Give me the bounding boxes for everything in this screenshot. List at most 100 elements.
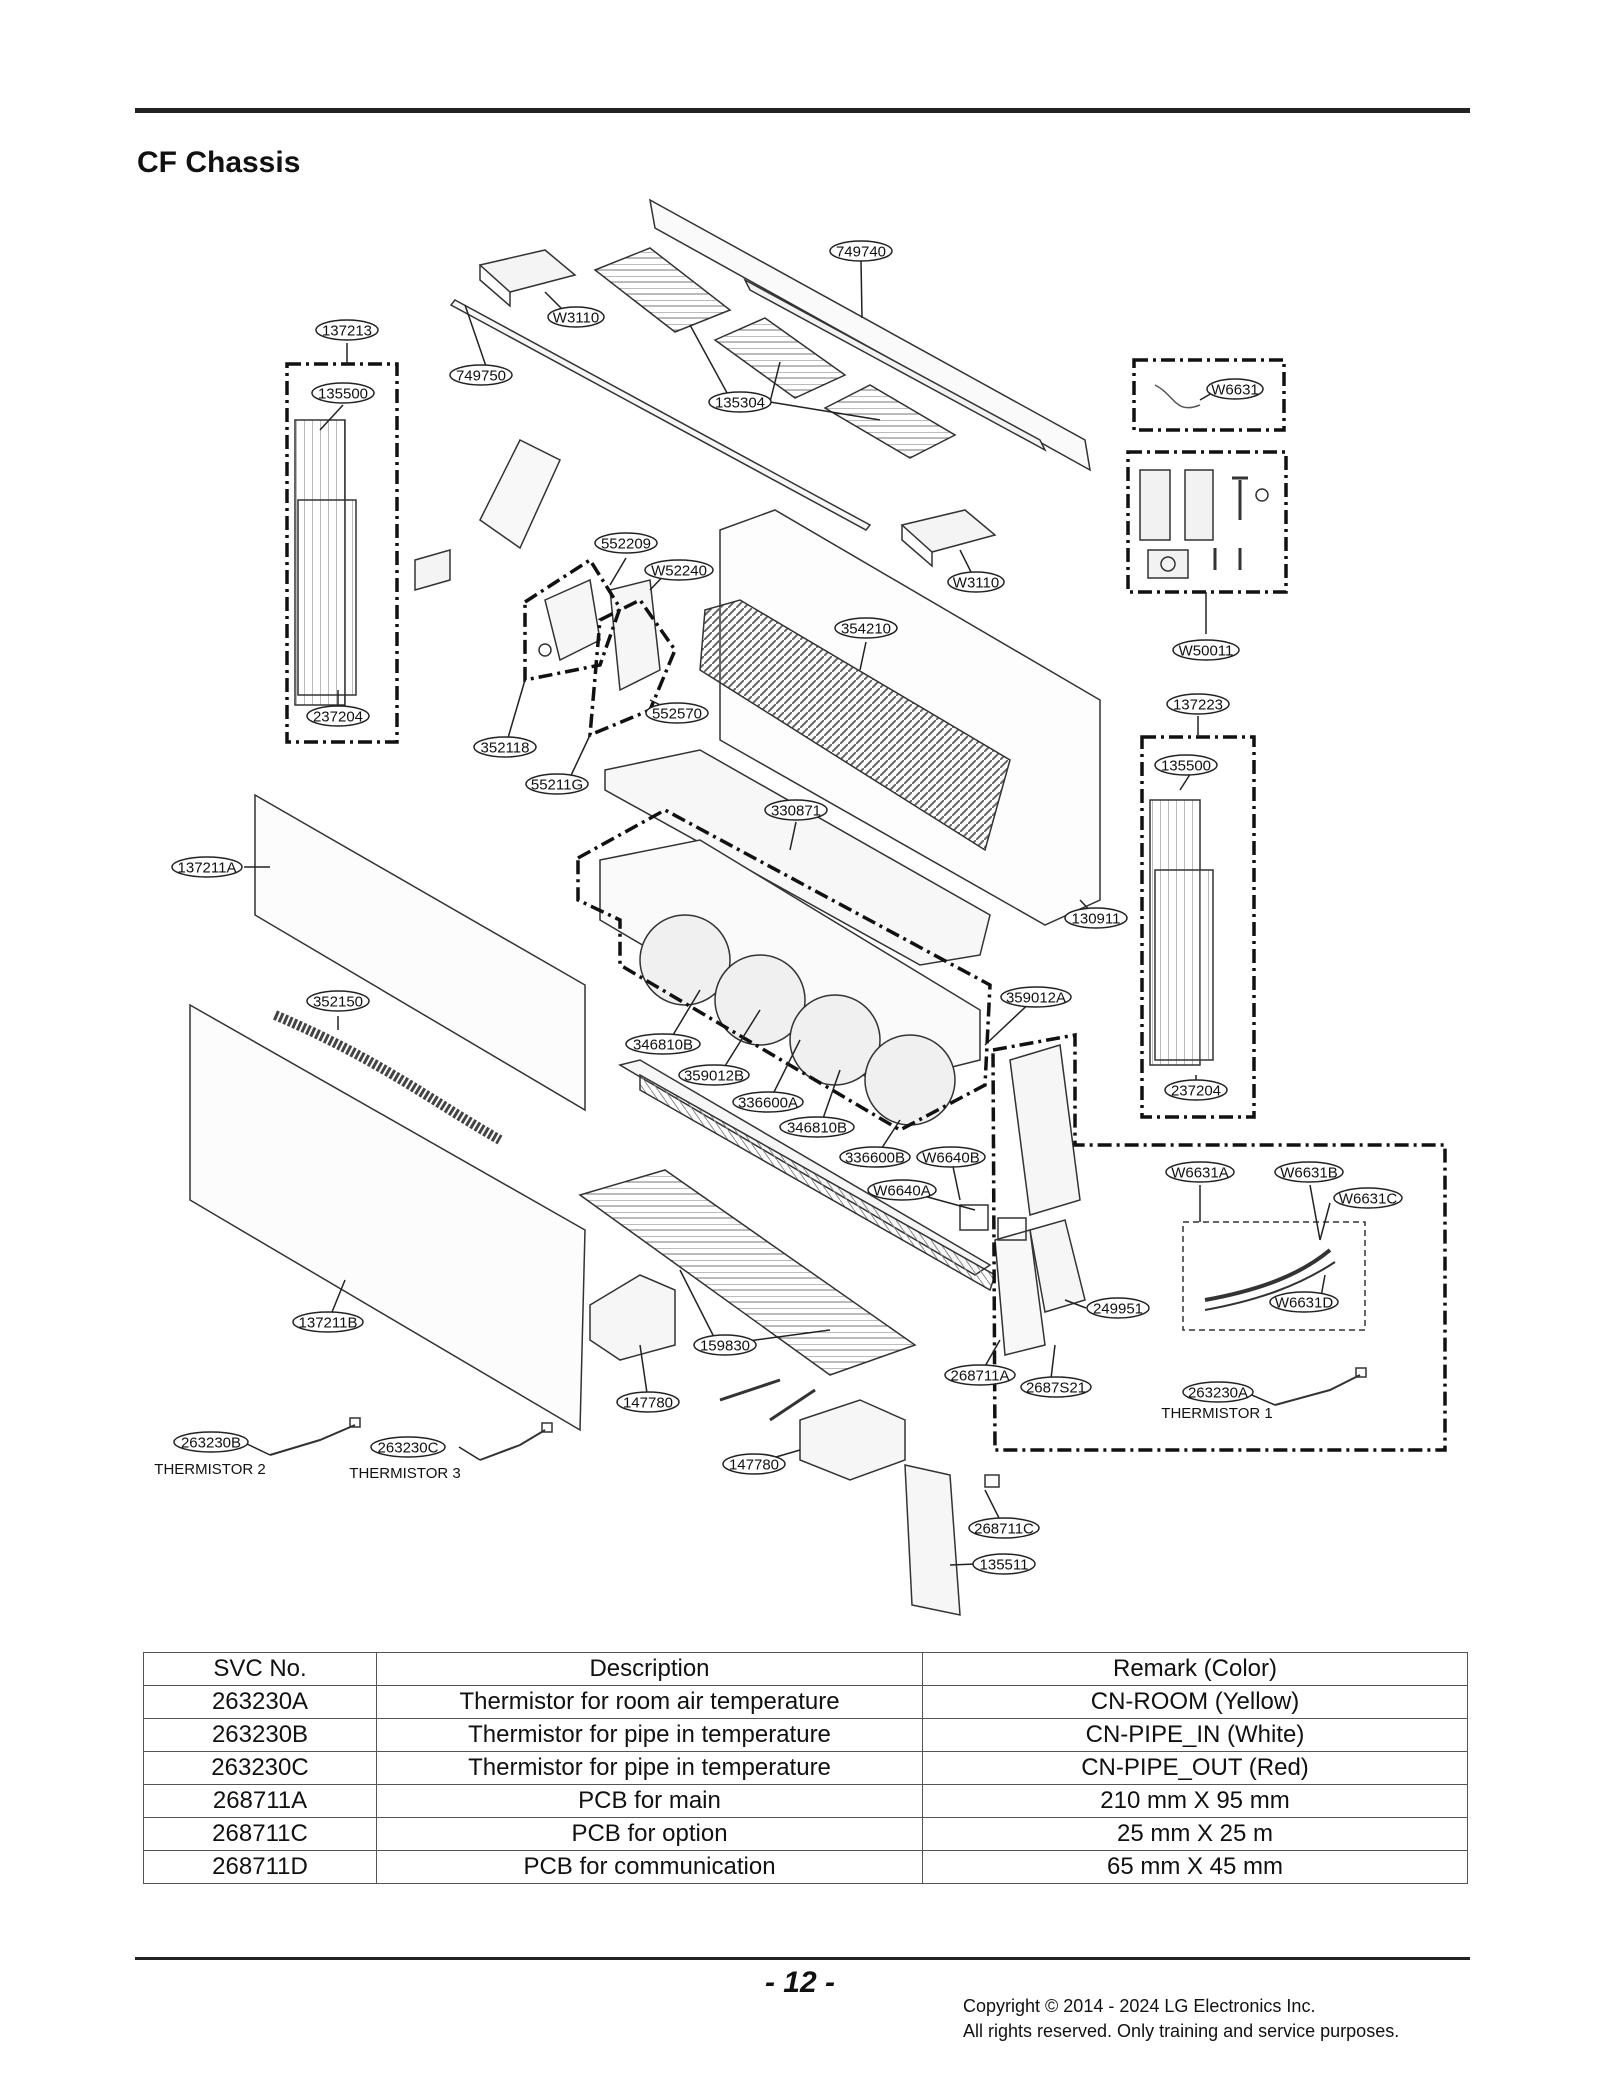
callout-237204-b-text: 237204 [1171, 1083, 1221, 1100]
callout-336600b: 336600B [839, 1146, 911, 1168]
callout-135500-a: 135500 [311, 382, 375, 404]
callout-147780-b: 147780 [722, 1453, 786, 1475]
callout-237204-a: 237204 [306, 705, 370, 727]
page-title: CF Chassis [137, 146, 301, 179]
header-remark: Remark (Color) [922, 1652, 1468, 1686]
callout-135304: 135304 [708, 391, 772, 413]
callout-268711c: 268711C [968, 1517, 1040, 1539]
callout-147780-a: 147780 [616, 1391, 680, 1413]
table-row: 268711D PCB for communication 65 mm X 45… [143, 1850, 1468, 1884]
callout-w50011: W50011 [1172, 639, 1240, 661]
callout-749740-text: 749740 [836, 244, 886, 261]
callout-w6640a-text: W6640A [873, 1183, 931, 1200]
thermistor-1-note: THERMISTOR 1 [1161, 1405, 1272, 1422]
callout-336600a-text: 336600A [738, 1095, 798, 1112]
callout-w6631c: W6631C [1333, 1187, 1403, 1209]
callout-237204-b: 237204 [1164, 1079, 1228, 1101]
table-row: 263230B Thermistor for pipe in temperatu… [143, 1718, 1468, 1752]
remark-cell: CN-PIPE_IN (White) [922, 1718, 1468, 1752]
callout-w6631b-text: W6631B [1280, 1165, 1338, 1182]
callout-w52240: W52240 [644, 559, 714, 581]
table-row: 263230C Thermistor for pipe in temperatu… [143, 1751, 1468, 1785]
callout-w3110-a-text: W3110 [553, 310, 599, 327]
callout-263230a-text: 263230A [1188, 1385, 1248, 1402]
callouts: 749740 W3110 749750 135304 137213 135500… [171, 240, 1403, 1575]
header-description: Description [376, 1652, 923, 1686]
svc-no-cell: 268711A [143, 1784, 377, 1818]
callout-159830: 159830 [693, 1334, 757, 1356]
callout-135511: 135511 [972, 1553, 1036, 1575]
callout-749740: 749740 [829, 240, 893, 262]
callout-w3110-a: W3110 [547, 306, 605, 328]
callout-352118: 352118 [473, 736, 537, 758]
callout-359012a: 359012A [1000, 986, 1072, 1008]
callout-330871-text: 330871 [771, 803, 821, 820]
callout-137223: 137223 [1166, 693, 1230, 715]
callout-749750: 749750 [449, 364, 513, 386]
callout-135500-b-text: 135500 [1161, 758, 1211, 775]
svc-no-cell: 263230A [143, 1685, 377, 1719]
copyright-line-1: Copyright © 2014 - 2024 LG Electronics I… [963, 1996, 1316, 2016]
table-row: 263230A Thermistor for room air temperat… [143, 1685, 1468, 1719]
thermistor-notes: THERMISTOR 1 THERMISTOR 2 THERMISTOR 3 [154, 1405, 1272, 1482]
callout-268711a-text: 268711A [951, 1368, 1010, 1385]
callout-w6631d-text: W6631D [1275, 1295, 1334, 1312]
remark-cell: 25 mm X 25 m [922, 1817, 1468, 1851]
callout-354210-text: 354210 [841, 621, 891, 638]
callout-w6631c-text: W6631C [1339, 1191, 1398, 1208]
callout-w52240-text: W52240 [651, 563, 707, 580]
callout-147780-a-text: 147780 [623, 1395, 673, 1412]
description-cell: PCB for communication [376, 1850, 923, 1884]
callout-w6640a: W6640A [867, 1179, 937, 1201]
top-rule [135, 108, 1470, 113]
callout-263230c: 263230C [370, 1436, 446, 1458]
callout-137213: 137213 [315, 319, 379, 341]
thermistor-2-note: THERMISTOR 2 [154, 1461, 265, 1478]
callout-336600a: 336600A [732, 1091, 804, 1113]
callout-552570-text: 552570 [652, 706, 702, 723]
callout-135500-a-text: 135500 [318, 386, 368, 403]
callout-137211a: 137211A [171, 856, 243, 878]
callout-2687s21-text: 2687S21 [1026, 1380, 1086, 1397]
callout-237204-a-text: 237204 [313, 709, 363, 726]
callout-w6631-text: W6631 [1211, 382, 1259, 399]
callout-359012a-text: 359012A [1006, 990, 1066, 1007]
callout-346810b-b: 346810B [779, 1116, 855, 1138]
callout-w3110-b: W3110 [947, 571, 1005, 593]
header-svc-no: SVC No. [143, 1652, 377, 1686]
remark-cell: CN-PIPE_OUT (Red) [922, 1751, 1468, 1785]
parts-table: SVC No. Description Remark (Color) 26323… [143, 1652, 1468, 1884]
callout-249951: 249951 [1086, 1297, 1150, 1319]
callout-w6631b: W6631B [1274, 1161, 1344, 1183]
callout-w3110-b-text: W3110 [953, 575, 999, 592]
callout-55211g: 55211G [525, 773, 589, 795]
callout-346810b-b-text: 346810B [787, 1120, 847, 1137]
callout-249951-text: 249951 [1093, 1301, 1143, 1318]
remark-cell: CN-ROOM (Yellow) [922, 1685, 1468, 1719]
callout-w6631: W6631 [1206, 378, 1264, 400]
callout-346810b-a: 346810B [625, 1033, 701, 1055]
callout-137211b: 137211B [292, 1311, 364, 1333]
svc-no-cell: 263230C [143, 1751, 377, 1785]
callout-263230c-text: 263230C [378, 1440, 439, 1457]
exploded-parts-diagram: 749740 W3110 749750 135304 137213 135500… [154, 198, 1447, 1616]
svc-no-cell: 268711D [143, 1850, 377, 1884]
callout-359012b: 359012B [678, 1064, 750, 1086]
callout-552209-text: 552209 [601, 536, 651, 553]
callout-135511-text: 135511 [980, 1557, 1029, 1574]
callout-346810b-a-text: 346810B [633, 1037, 693, 1054]
parts-table-header: SVC No. Description Remark (Color) [143, 1652, 1468, 1686]
callout-w6631a-text: W6631A [1171, 1165, 1229, 1182]
callout-2687s21: 2687S21 [1020, 1376, 1092, 1398]
callout-263230a: 263230A [1182, 1381, 1254, 1403]
callout-749750-text: 749750 [456, 368, 506, 385]
callout-137211a-text: 137211A [178, 860, 237, 877]
callout-352150-text: 352150 [313, 994, 363, 1011]
callout-552570: 552570 [645, 702, 709, 724]
group-boundaries [285, 358, 1447, 1452]
description-cell: PCB for main [376, 1784, 923, 1818]
page-number: - 12 - [764, 1966, 836, 1999]
callout-359012b-text: 359012B [684, 1068, 744, 1085]
copyright-notice: Copyright © 2014 - 2024 LG Electronics I… [963, 1994, 1399, 2044]
callout-268711c-text: 268711C [974, 1521, 1034, 1538]
